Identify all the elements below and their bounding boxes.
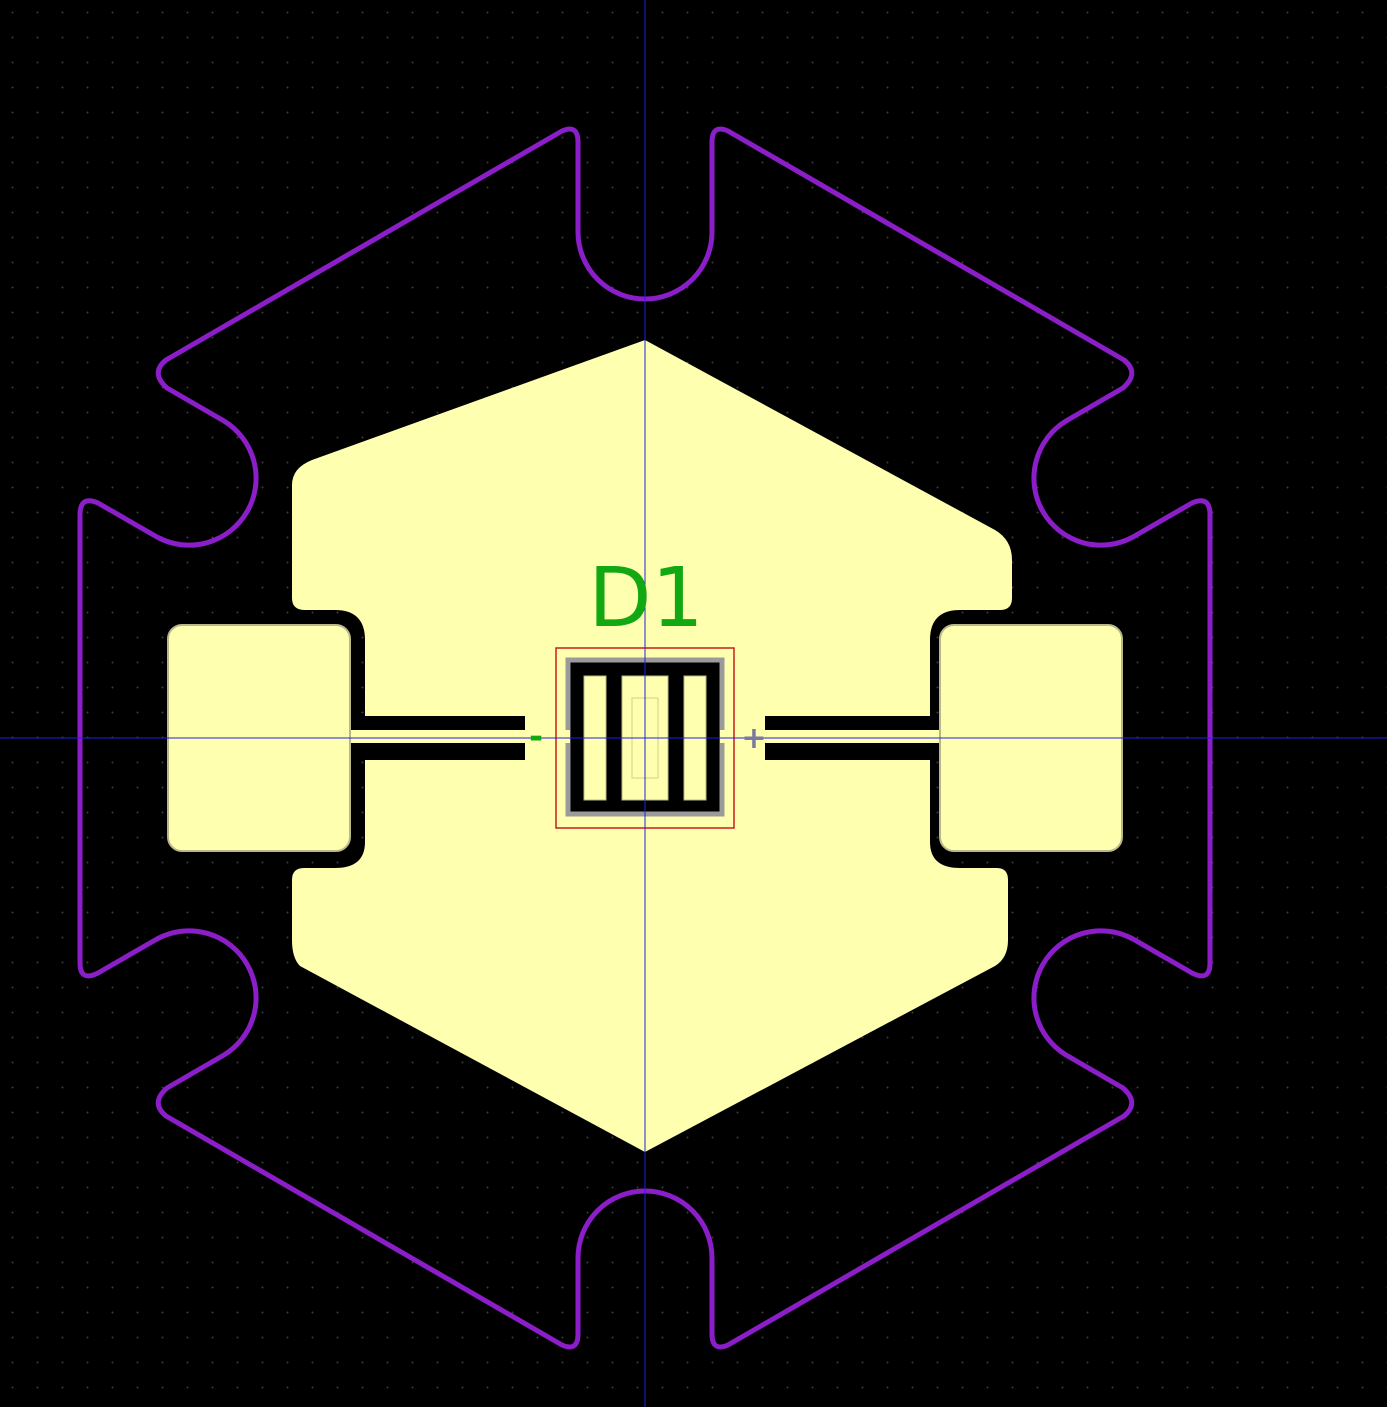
trace-left[interactable] xyxy=(350,730,556,743)
pin-stub-left xyxy=(560,730,570,743)
trace-right[interactable] xyxy=(734,730,940,743)
reference-designator[interactable]: D1 xyxy=(588,551,703,646)
pin-stub-right xyxy=(720,730,730,743)
fab-polarity-plus: + xyxy=(741,721,766,756)
silk-polarity-minus: - xyxy=(529,717,543,757)
board-outline xyxy=(77,126,1213,1350)
